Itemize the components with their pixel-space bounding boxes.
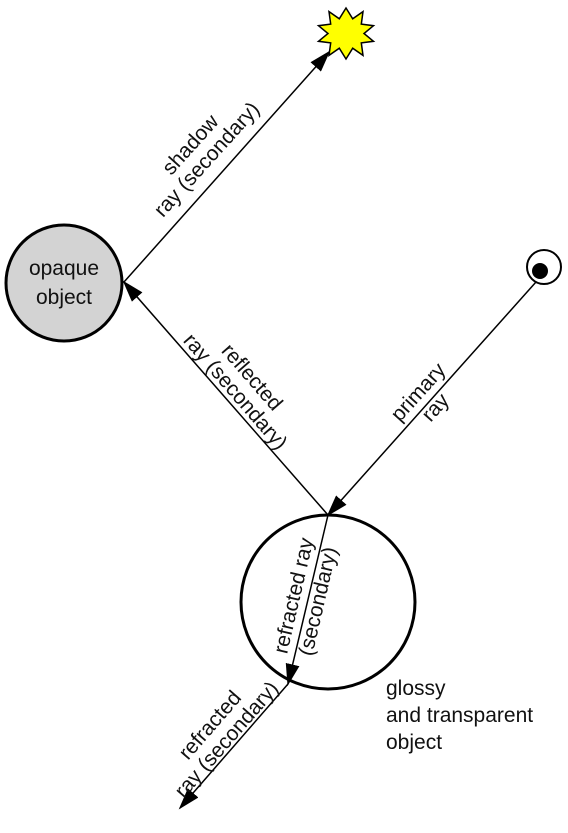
- glossy-object-label-2: and transparent: [386, 704, 533, 727]
- opaque-object-label-2: object: [36, 286, 92, 309]
- opaque-object-label: opaque: [29, 257, 99, 280]
- refracted-ray-inner: [285, 514, 329, 686]
- primary-ray: [326, 281, 537, 517]
- star-burst-icon: [316, 6, 376, 61]
- shadow-ray: [123, 50, 331, 283]
- refracted-ray-outer: [178, 683, 289, 810]
- glossy-object-label: glossy: [386, 677, 446, 700]
- glossy-object-label-3: object: [386, 731, 442, 754]
- opaque-object: [4, 223, 124, 343]
- reflected-ray: [122, 280, 329, 516]
- eye-icon: [526, 249, 562, 285]
